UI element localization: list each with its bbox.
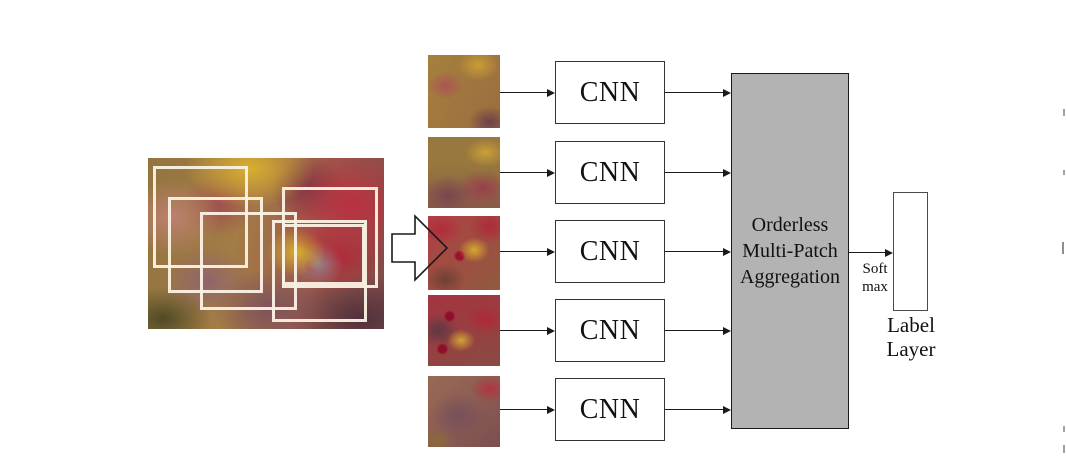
arrowhead-icon bbox=[723, 88, 731, 97]
aggregation-box-label-line3: Aggregation bbox=[740, 266, 840, 288]
cnn-box-4: CNN bbox=[555, 299, 665, 362]
arrow-patch3-to-cnn3 bbox=[500, 247, 555, 256]
arrow-patch5-to-cnn5 bbox=[500, 405, 555, 414]
arrow-shaft bbox=[500, 250, 549, 253]
aggregation-box: Orderless Multi-Patch Aggregation bbox=[731, 73, 849, 429]
arrowhead-icon bbox=[547, 168, 555, 177]
label-layer-caption-line1: Label bbox=[887, 313, 935, 337]
arrow-cnn1-to-aggregation bbox=[665, 88, 731, 97]
label-layer-box bbox=[893, 192, 928, 311]
arrowhead-icon bbox=[547, 405, 555, 414]
cnn-box-5: CNN bbox=[555, 378, 665, 441]
edge-artifact bbox=[1063, 109, 1065, 116]
cnn-box-1: CNN bbox=[555, 61, 665, 124]
label-layer-caption-line2: Layer bbox=[886, 337, 936, 361]
cnn-box-label: CNN bbox=[579, 393, 641, 425]
patch-thumbnail-4 bbox=[428, 295, 500, 366]
edge-artifact bbox=[1063, 426, 1065, 432]
softmax-label-line2: max bbox=[862, 279, 888, 295]
patch-outline-2 bbox=[168, 197, 263, 293]
patch-outline-5 bbox=[272, 220, 367, 322]
arrow-patch1-to-cnn1 bbox=[500, 88, 555, 97]
patch-outline-3 bbox=[200, 212, 297, 310]
patch-thumbnail-3 bbox=[428, 216, 500, 290]
patch-thumbnail-1 bbox=[428, 55, 500, 128]
patch-thumbnail-5 bbox=[428, 376, 500, 447]
arrow-aggregation-to-label-layer bbox=[849, 248, 893, 257]
softmax-label-line1: Soft bbox=[862, 261, 888, 277]
arrow-shaft bbox=[665, 91, 725, 94]
cnn-box-2: CNN bbox=[555, 141, 665, 204]
arrowhead-icon bbox=[723, 168, 731, 177]
cnn-box-label: CNN bbox=[579, 235, 641, 267]
arrow-cnn3-to-aggregation bbox=[665, 247, 731, 256]
arrowhead-icon bbox=[547, 88, 555, 97]
cnn-box-3: CNN bbox=[555, 220, 665, 283]
big-right-arrow-icon bbox=[391, 214, 449, 282]
edge-artifact bbox=[1063, 170, 1065, 175]
arrowhead-icon bbox=[723, 247, 731, 256]
patch-thumbnail-2 bbox=[428, 137, 500, 208]
label-layer-caption: Label Layer bbox=[858, 313, 964, 361]
arrow-patch2-to-cnn2 bbox=[500, 168, 555, 177]
arrow-shaft bbox=[500, 171, 549, 174]
cnn-box-label: CNN bbox=[579, 156, 641, 188]
arrow-shaft bbox=[500, 91, 549, 94]
arrowhead-icon bbox=[723, 405, 731, 414]
cnn-box-label: CNN bbox=[579, 314, 641, 346]
input-image bbox=[148, 158, 384, 329]
arrow-shaft bbox=[665, 171, 725, 174]
arrow-cnn2-to-aggregation bbox=[665, 168, 731, 177]
arrow-shaft bbox=[665, 408, 725, 411]
edge-artifact bbox=[1063, 445, 1065, 453]
patch-outline-6 bbox=[282, 224, 365, 285]
arrow-shaft bbox=[500, 408, 549, 411]
arrow-shaft bbox=[665, 329, 725, 332]
arrowhead-icon bbox=[547, 247, 555, 256]
edge-artifact bbox=[1062, 242, 1064, 254]
arrowhead-icon bbox=[547, 326, 555, 335]
arrowhead-icon bbox=[723, 326, 731, 335]
arrowhead-icon bbox=[885, 248, 893, 257]
arrow-shaft bbox=[665, 250, 725, 253]
softmax-label: Soft max bbox=[856, 260, 894, 296]
arrow-patch4-to-cnn4 bbox=[500, 326, 555, 335]
arrow-shaft bbox=[849, 251, 887, 254]
cnn-box-label: CNN bbox=[579, 76, 641, 108]
aggregation-box-label-line2: Multi-Patch bbox=[742, 240, 838, 262]
aggregation-box-label-line1: Orderless bbox=[751, 214, 829, 236]
arrow-shaft bbox=[500, 329, 549, 332]
arrow-cnn4-to-aggregation bbox=[665, 326, 731, 335]
arrow-cnn5-to-aggregation bbox=[665, 405, 731, 414]
